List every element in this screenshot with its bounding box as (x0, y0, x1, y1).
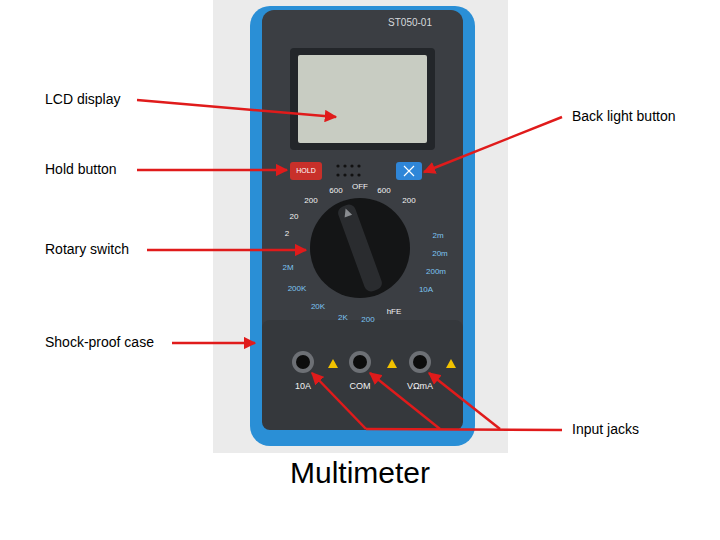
jack-label: VΩmA (407, 382, 433, 392)
callout-label: Back light button (572, 109, 676, 124)
callout-label: Hold button (45, 162, 117, 177)
dial-label: 600 (377, 187, 390, 196)
dial-label: 2K (338, 314, 348, 323)
jack-label: COM (350, 382, 371, 392)
hold-button (290, 162, 322, 180)
transistor-socket (336, 164, 360, 176)
backlight-symbol (404, 166, 414, 176)
knob-grip (336, 203, 384, 294)
display-bezel (290, 48, 435, 150)
meter-body (262, 10, 463, 430)
dial-label: 200K (288, 285, 307, 294)
rotary-knob (310, 198, 410, 298)
callout-label: LCD display (45, 92, 120, 107)
dial-label: OFF (352, 183, 368, 192)
dial-label: 200m (426, 268, 446, 277)
button-label: HOLD (296, 167, 315, 175)
dial-label: hFE (387, 308, 402, 317)
input-jacks (292, 351, 431, 373)
dial-label: 2m (432, 232, 443, 241)
figure-caption: Multimeter (290, 456, 430, 489)
dial-label: 20 (290, 213, 299, 222)
dial-label: 200 (361, 316, 374, 325)
dial-label: 20m (432, 250, 448, 259)
knob-pointer (342, 207, 352, 217)
dial-label: 2M (282, 264, 293, 273)
dial-label: 600 (329, 187, 342, 196)
shock-proof-case (250, 6, 475, 446)
model-number: ST050-01 (388, 17, 432, 28)
dial-label: 200 (304, 197, 317, 206)
lcd-display (298, 55, 427, 143)
dial-label: 200 (402, 197, 415, 206)
dial-label: 20K (311, 303, 325, 312)
leader-lines (137, 100, 562, 430)
callout-label: Shock-proof case (45, 335, 154, 350)
warning-triangles (328, 359, 456, 368)
callout-label: Input jacks (572, 422, 639, 437)
photo-ground (213, 0, 508, 453)
jack-label: 10A (295, 382, 311, 392)
dial-label: 2 (285, 230, 289, 239)
backlight-button (396, 162, 422, 180)
callout-label: Rotary switch (45, 242, 129, 257)
dial-label: 10A (419, 286, 433, 295)
